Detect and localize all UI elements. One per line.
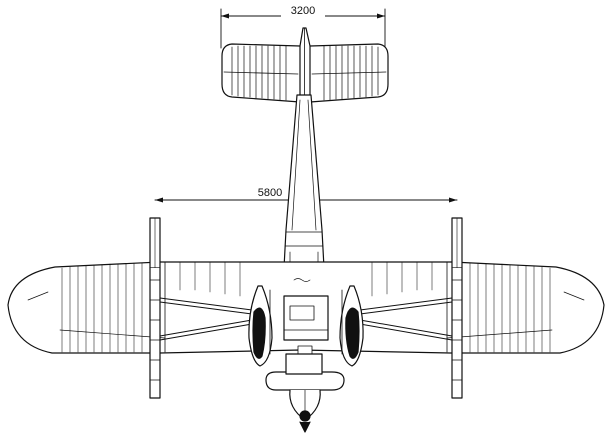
propeller-spinner [299, 410, 311, 433]
dimension-label-5800: 5800 [258, 187, 282, 199]
dimension-tailplane-span: 3200 [220, 4, 386, 49]
landing-gear-right [339, 285, 364, 367]
dimension-label-3200: 3200 [291, 5, 315, 17]
engine-cowling [265, 353, 345, 421]
landing-gear-left [248, 285, 273, 367]
wing-strut-left [149, 217, 161, 399]
wing-strut-right [451, 217, 463, 399]
tailplane [221, 27, 389, 103]
bracing-struts [159, 297, 453, 341]
